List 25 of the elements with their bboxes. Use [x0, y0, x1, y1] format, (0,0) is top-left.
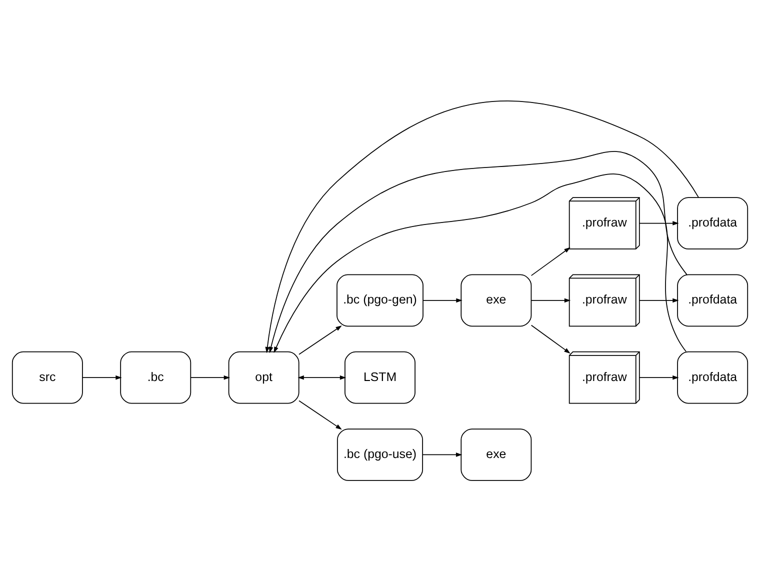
arrow — [298, 375, 346, 380]
node-box: exe — [460, 428, 532, 481]
node-box: .bc (pgo-use) — [336, 428, 424, 481]
arrow — [530, 324, 570, 354]
arrow — [422, 298, 462, 303]
arrow — [82, 375, 122, 380]
arrow — [530, 298, 571, 303]
arrow — [530, 247, 570, 276]
arrow — [298, 400, 342, 430]
arrow — [265, 100, 699, 354]
node-box: .profdata — [677, 197, 748, 250]
arrow — [298, 326, 342, 355]
arrow — [639, 298, 679, 303]
node-box: .bc (pgo-gen) — [336, 274, 424, 327]
arrow — [639, 221, 679, 226]
arrow — [422, 452, 462, 457]
arrow — [639, 375, 679, 380]
node-box: .bc — [120, 351, 192, 404]
node-box: .profdata — [677, 274, 748, 327]
node-box: .profdata — [677, 351, 748, 404]
node-box: opt — [228, 351, 300, 404]
node-box: src — [12, 351, 83, 404]
arrow — [190, 375, 230, 380]
node-box: exe — [460, 274, 532, 327]
node-box: LSTM — [344, 351, 416, 404]
